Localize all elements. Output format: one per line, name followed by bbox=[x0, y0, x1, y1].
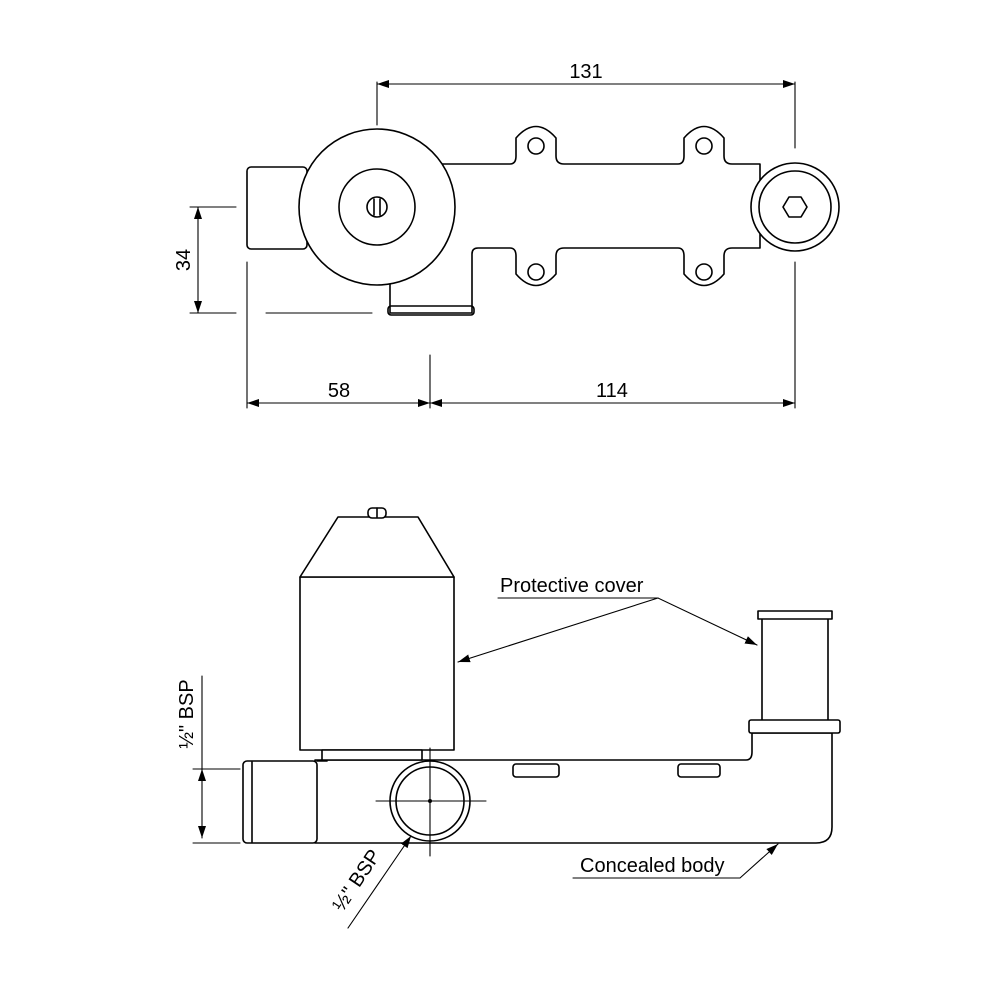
bottom-pad bbox=[387, 305, 475, 316]
top-view: 131 34 58 114 bbox=[173, 61, 840, 409]
bsp-diagonal-label: ½" BSP bbox=[329, 846, 386, 916]
leader-protective-cover bbox=[497, 597, 758, 646]
mounting-hole bbox=[695, 263, 713, 281]
valve-spindle-ring bbox=[338, 168, 416, 246]
outlet-ring bbox=[750, 162, 840, 252]
valve-screw bbox=[366, 196, 388, 218]
lug bbox=[512, 763, 560, 778]
right-pipe bbox=[761, 616, 829, 722]
inlet-stub bbox=[246, 166, 308, 250]
dim-114: 114 bbox=[596, 380, 628, 402]
valve-housing bbox=[298, 128, 456, 286]
concealed-body-label: Concealed body bbox=[580, 855, 725, 877]
hex-socket-icon bbox=[782, 196, 808, 218]
mounting-hole bbox=[527, 137, 545, 155]
leader-bsp bbox=[347, 835, 412, 929]
protective-cover-label: Protective cover bbox=[500, 575, 644, 597]
leader-concealed-body bbox=[572, 843, 779, 879]
right-pipe-collar bbox=[748, 719, 841, 734]
mounting-hole bbox=[527, 263, 545, 281]
mounting-hole bbox=[695, 137, 713, 155]
body-plate bbox=[389, 125, 761, 314]
dim-34: 34 bbox=[173, 249, 195, 271]
bsp-vertical-label: ½" BSP bbox=[176, 679, 198, 748]
dim-58: 58 bbox=[328, 380, 350, 402]
left-inlet bbox=[242, 760, 318, 844]
side-view: Protective cover Concealed body ½" BSP ½… bbox=[176, 507, 841, 929]
protective-cover-valve bbox=[299, 576, 455, 751]
dim-131: 131 bbox=[569, 61, 602, 83]
outlet-inner-ring bbox=[758, 170, 832, 244]
lug bbox=[677, 763, 721, 778]
right-pipe-cap bbox=[757, 610, 833, 620]
